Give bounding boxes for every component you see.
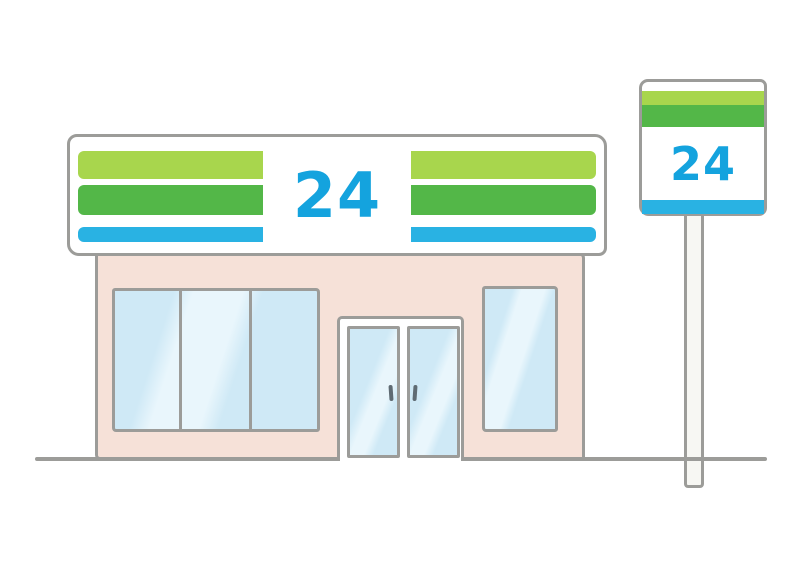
entrance-door bbox=[337, 316, 464, 461]
window-mullion bbox=[179, 291, 182, 429]
facade-sign-center-panel bbox=[263, 140, 411, 250]
pole-sign-number: 24 bbox=[669, 136, 736, 191]
window-mullion bbox=[249, 291, 252, 429]
facade-sign-number: 24 bbox=[292, 158, 382, 232]
left-window bbox=[112, 288, 320, 432]
facade-sign: 24 bbox=[67, 134, 607, 256]
pole-stripe-light-green bbox=[642, 91, 764, 105]
sign-pole bbox=[684, 210, 704, 488]
pole-stripe-blue bbox=[642, 200, 764, 214]
right-window bbox=[482, 286, 558, 432]
pole-stripe-green bbox=[642, 105, 764, 127]
pole-sign: 24 bbox=[639, 79, 767, 216]
